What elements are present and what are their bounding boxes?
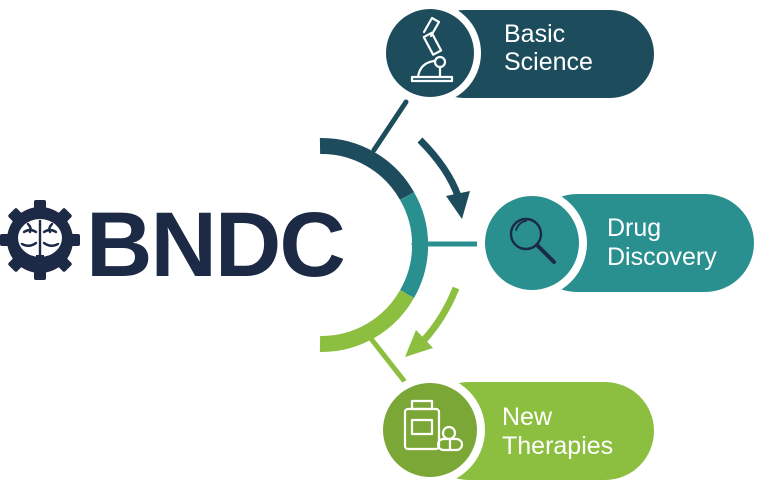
flow-arrow-2 xyxy=(405,286,460,357)
pill-bottle-icon xyxy=(403,399,464,452)
stage-label-drug-discovery-line2: Discovery xyxy=(607,243,717,271)
connector-lines xyxy=(369,99,487,385)
flow-arrow-1 xyxy=(417,137,470,219)
stage-label-basic-science-line1: Basic xyxy=(504,20,565,48)
stage-label-drug-discovery-line1: Drug xyxy=(607,214,661,242)
brand-logo-text: BNDC xyxy=(86,194,344,296)
stage-label-new-therapies-line1: New xyxy=(502,403,553,431)
stage-label-new-therapies-line2: Therapies xyxy=(502,432,613,460)
stage-drug-discovery: Drug Discovery xyxy=(477,188,754,298)
stage-label-basic-science-line2: Science xyxy=(504,48,593,76)
microscope-icon xyxy=(410,16,454,83)
stage-basic-science: Basic Science xyxy=(379,2,654,104)
gear-brain-icon xyxy=(0,200,80,280)
magnifier-icon xyxy=(509,217,556,264)
stage-new-therapies: New Therapies xyxy=(375,375,654,485)
